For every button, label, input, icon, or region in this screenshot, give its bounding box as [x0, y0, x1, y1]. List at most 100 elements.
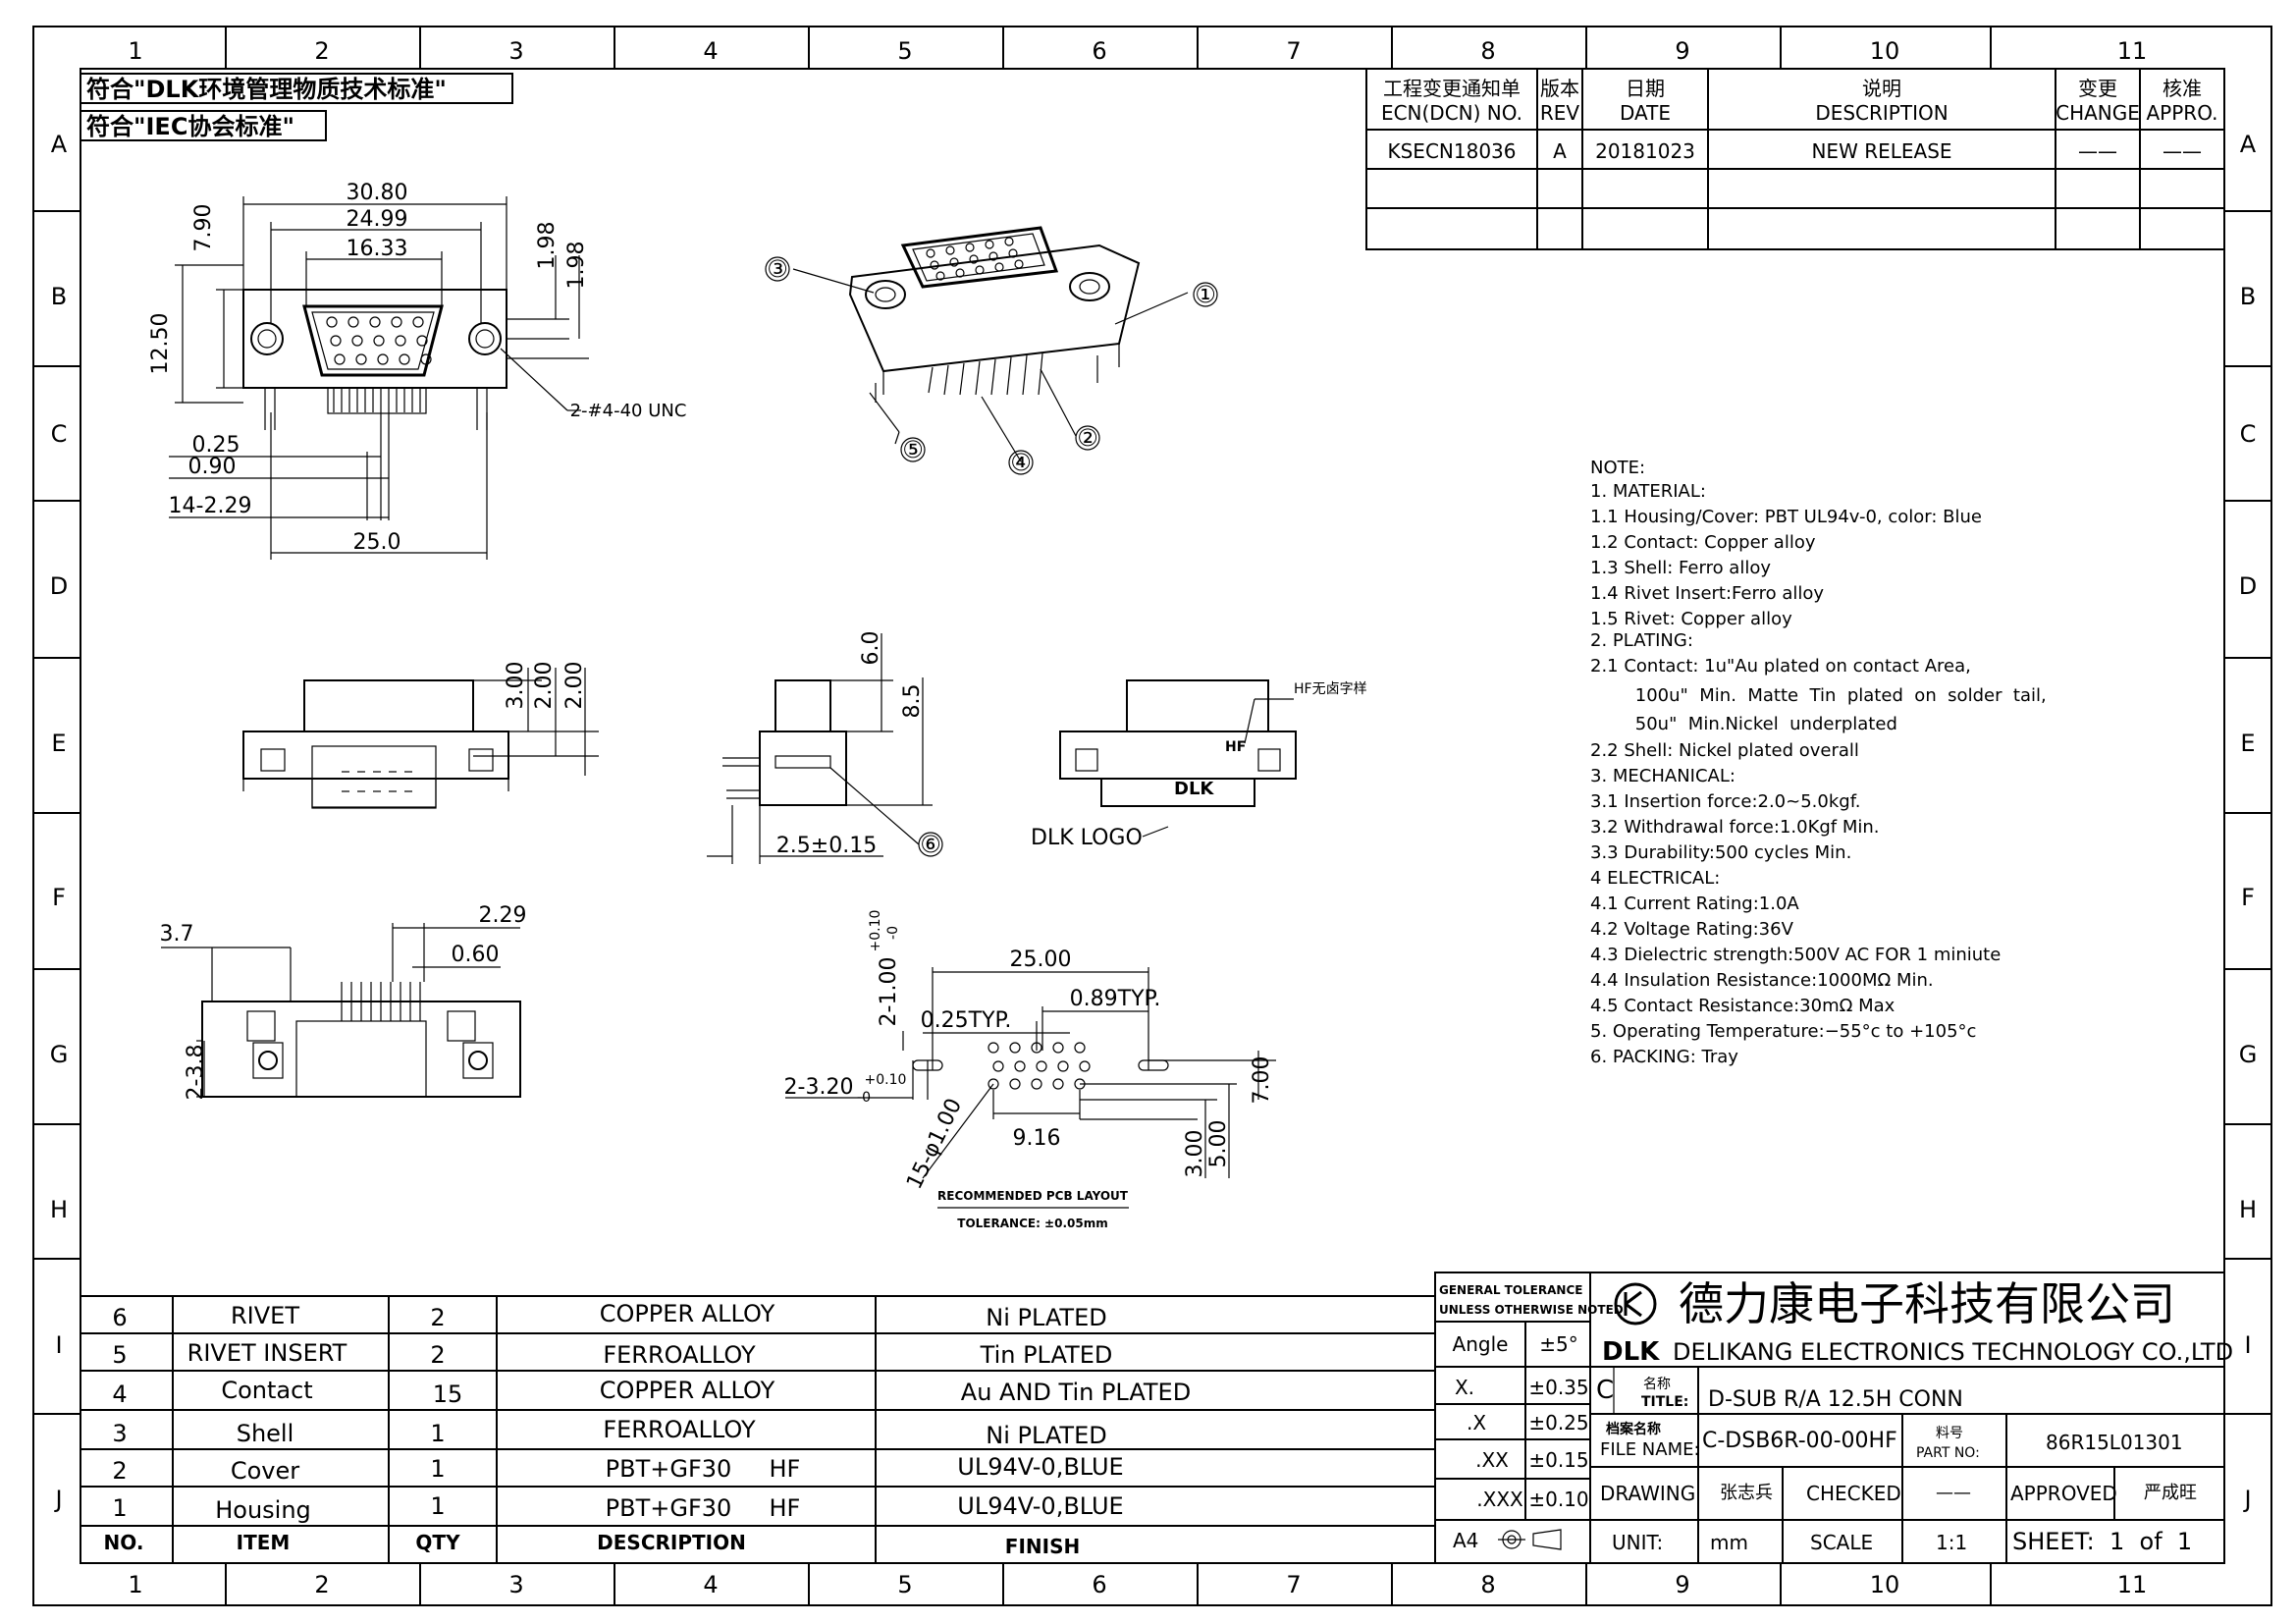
zone-row-label: E [51, 730, 66, 757]
dim-1-98-a: 1.98 [535, 222, 560, 270]
rev-change: —— [2078, 139, 2117, 163]
dlk-marking: DLK [1174, 779, 1214, 799]
company-name-cn: 德力康电子科技有限公司 [1679, 1277, 2175, 1330]
pcb-tolerance: TOLERANCE: ±0.05mm [957, 1217, 1107, 1230]
zone-col-label: 5 [897, 37, 912, 65]
pcb-dim-7-00: 7.00 [1250, 1056, 1274, 1105]
zone-col-label: 8 [1480, 1571, 1495, 1598]
rev-header-date-en: DATE [1620, 101, 1671, 125]
dim-2-4-40-unc: 2-#4-40 UNC [570, 401, 687, 421]
checker-name: —— [1936, 1483, 1971, 1503]
tol-label: Angle [1453, 1332, 1509, 1356]
tol-label: .X [1467, 1411, 1486, 1435]
dim-25-0: 25.0 [353, 530, 401, 555]
zone-row-label: E [2240, 730, 2255, 757]
pcb-dim-2-1-00-tol-minus: -0 [885, 926, 901, 940]
compliance-text-2: 符合"IEC协会标准" [86, 113, 294, 140]
approved-label: APPROVED [2010, 1482, 2117, 1505]
bom-item: Shell [237, 1420, 294, 1447]
bom-finish: Au AND Tin PLATED [961, 1379, 1191, 1406]
rev-header-change-en: CHANGE [2056, 101, 2140, 125]
dim-0-25: 0.25 [192, 433, 240, 458]
zone-col-label: 11 [2117, 37, 2148, 65]
part-label-en: PART NO: [1916, 1445, 1980, 1461]
pcb-dim-5-00: 5.00 [1206, 1120, 1231, 1168]
rear-view: 3.00 2.00 2.00 [242, 662, 599, 809]
bom-qty: 1 [430, 1455, 445, 1483]
pcb-dim-0-25typ: 0.25TYP. [921, 1008, 1012, 1033]
dim-7-90: 7.90 [191, 204, 216, 252]
zone-row-label: C [2240, 420, 2257, 448]
drawing-label: DRAWING [1600, 1482, 1695, 1505]
bom-item: Housing [215, 1496, 311, 1524]
note-line: 2.1 Contact: 1u"Au plated on contact Are… [1590, 656, 1971, 677]
scale-value: 1:1 [1936, 1531, 1967, 1554]
callouts: ① ② ③ ④ ⑤ ⑥ [765, 255, 1218, 858]
bom-no: 5 [112, 1341, 127, 1369]
bom-qty: 1 [430, 1492, 445, 1520]
pcb-dim-9-16: 9.16 [1013, 1126, 1061, 1151]
zone-row-label: G [50, 1041, 69, 1068]
pcb-dim-2-3-20-tol-plus: +0.10 [865, 1072, 907, 1088]
bom-item: RIVET [231, 1302, 299, 1329]
note-line: 4.2 Voltage Rating:36V [1590, 919, 1794, 940]
callout-6: ⑥ [920, 831, 941, 858]
bom-finish: Ni PLATED [986, 1422, 1107, 1449]
compliance-box-2 [80, 110, 327, 141]
zone-row-label: I [2244, 1331, 2251, 1359]
notes-block: NOTE: 1. MATERIAL: 1.1 Housing/Cover: PB… [1590, 458, 2047, 1067]
approver-name: 严成旺 [2144, 1483, 2197, 1503]
rev-header-appro-cn: 核准 [2163, 77, 2202, 100]
zone-labels-top: 1 2 3 4 5 6 7 8 9 10 11 [128, 37, 2147, 65]
bom-desc: FERROALLOY [603, 1341, 756, 1369]
note-line: 2.2 Shell: Nickel plated overall [1590, 740, 1859, 761]
zone-row-label: J [2242, 1486, 2251, 1513]
note-line: 4 ELECTRICAL: [1590, 868, 1720, 889]
zone-row-label: B [2240, 283, 2256, 310]
file-label-cn: 档案名称 [1606, 1421, 1661, 1437]
dim-16-33: 16.33 [347, 237, 408, 261]
bom-finish: Ni PLATED [986, 1304, 1107, 1331]
zone-col-label: 1 [128, 37, 142, 65]
zone-col-label: 9 [1675, 1571, 1689, 1598]
file-name: C-DSB6R-00-00HF [1702, 1429, 1897, 1453]
zone-col-label: 3 [508, 37, 523, 65]
bom-desc: FERROALLOY [603, 1416, 756, 1443]
bottom-view: 3.7 2.29 0.60 2-3.8 [160, 903, 527, 1100]
zone-col-label: 9 [1675, 37, 1689, 65]
note-line: 3.1 Insertion force:2.0~5.0kgf. [1590, 791, 1860, 812]
note-line: 1.5 Rivet: Copper alloy [1590, 609, 1792, 629]
zone-col-label: 4 [703, 1571, 718, 1598]
zone-row-label: F [2241, 884, 2255, 911]
zone-row-label: F [52, 884, 66, 911]
bom-desc: COPPER ALLOY [600, 1300, 775, 1327]
hf-marking: HF [1225, 739, 1246, 755]
dim-6-0: 6.0 [859, 631, 883, 666]
dim-2-00-a: 2.00 [532, 662, 557, 710]
bom-desc: PBT+GF30 HF [606, 1494, 801, 1522]
zone-row-label: A [2240, 131, 2257, 158]
company-name-en: DELIKANG ELECTRONICS TECHNOLOGY CO.,LTD [1673, 1338, 2233, 1366]
dlk-logo-label: DLK LOGO [1031, 826, 1143, 850]
zone-row-label: C [51, 420, 68, 448]
zone-row-label: G [2239, 1041, 2258, 1068]
drawer-name: 张志兵 [1720, 1483, 1773, 1503]
zone-col-label: 6 [1092, 37, 1106, 65]
dim-14-2-29: 14-2.29 [169, 494, 252, 518]
tolerance-title-1: GENERAL TOLERANCE [1439, 1283, 1582, 1297]
bom-header-no: NO. [104, 1531, 144, 1554]
isometric-view [792, 226, 1189, 462]
pcb-dim-2-3-20-tol-minus: -0 [857, 1090, 871, 1106]
bom-qty: 2 [430, 1341, 445, 1369]
unit-label: UNIT: [1612, 1531, 1663, 1554]
tol-value: ±0.25 [1528, 1411, 1588, 1435]
bom-no: 2 [112, 1457, 127, 1485]
note-line: 3.3 Durability:500 cycles Min. [1590, 842, 1851, 863]
bom-desc: PBT+GF30 HF [606, 1455, 801, 1483]
part-number: 86R15L01301 [2046, 1431, 2183, 1454]
drawing-title: D-SUB R/A 12.5H CONN [1708, 1387, 1963, 1412]
part-label-cn: 料号 [1936, 1426, 1963, 1441]
note-line: 4.3 Dielectric strength:500V AC FOR 1 mi… [1590, 945, 2001, 965]
zone-row-label: J [53, 1486, 62, 1513]
